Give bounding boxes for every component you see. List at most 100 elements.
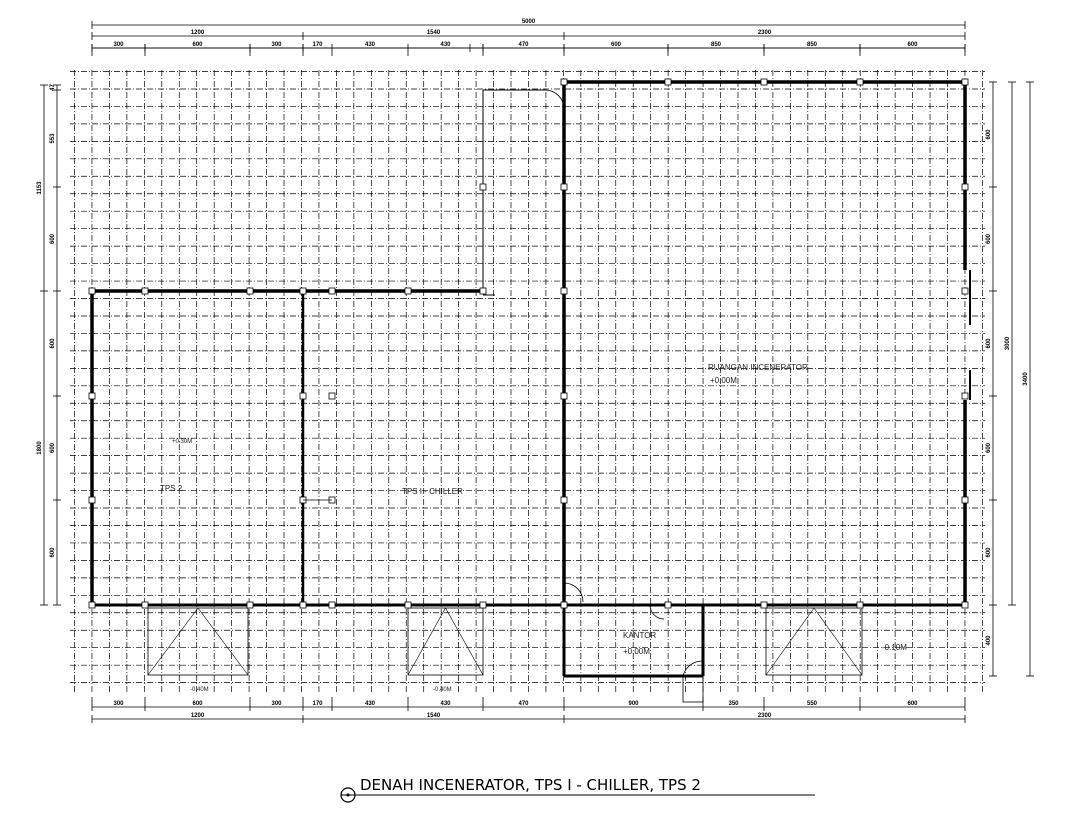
column — [664, 78, 672, 86]
column — [560, 183, 568, 191]
dimension-top-group: 1200 — [191, 30, 205, 36]
dimension-right-segment: 600 — [986, 129, 992, 140]
dimension-bottom-segment: 430 — [440, 701, 451, 707]
column — [961, 183, 969, 191]
column — [560, 392, 568, 400]
dimension-right-total-outer: 3400 — [1023, 372, 1029, 386]
dimension-left-segment: 600 — [50, 338, 56, 349]
room-label-tps1-chiller: TPS I - CHILLER — [402, 487, 463, 496]
door-swing — [563, 582, 584, 603]
column — [246, 601, 254, 609]
dimension-top-segment: 430 — [365, 42, 376, 48]
dimension-bottom-segment: 350 — [728, 701, 739, 707]
dimension-lines: 5000 1200 1540 2300 300 600 300 170 430 430 470 600… — [37, 19, 1034, 723]
column — [328, 601, 336, 609]
level-outside: -0.10M — [882, 643, 907, 652]
dimension-right-total-inner: 3000 — [1005, 336, 1011, 350]
dimension-top-segment: 430 — [440, 42, 451, 48]
dimension-bottom-segment: 550 — [807, 701, 818, 707]
dimension-bottom-segment: 470 — [518, 701, 529, 707]
dimension-top-segment: 170 — [312, 42, 323, 48]
dimension-bottom-segment: 600 — [192, 701, 203, 707]
column — [961, 496, 969, 504]
level-canopy-mid: -0.40M — [433, 687, 452, 693]
dimension-top-segment: 850 — [711, 42, 722, 48]
dimension-top-segment: 600 — [907, 42, 918, 48]
column — [479, 183, 487, 191]
dimension-top-segment: 300 — [271, 42, 282, 48]
column — [88, 496, 96, 504]
door-swing — [649, 604, 665, 620]
level-tps2: +0.30M — [172, 439, 192, 445]
column — [760, 78, 768, 86]
level-kantor: +0.00M — [623, 647, 650, 656]
dimension-top-segment: 600 — [192, 42, 203, 48]
column — [560, 601, 568, 609]
column — [560, 287, 568, 295]
dimension-bottom-segment: 900 — [628, 701, 639, 707]
column — [961, 392, 969, 400]
dimension-top-segment: 600 — [611, 42, 622, 48]
door-swing — [544, 89, 565, 110]
column — [141, 601, 149, 609]
dimension-right-segment: 600 — [986, 547, 992, 558]
dimension-top-total: 5000 — [522, 19, 536, 25]
column — [88, 601, 96, 609]
room-label-incenerator: RUANGAN INCENERATOR — [708, 363, 808, 372]
walls — [88, 78, 971, 703]
column — [760, 601, 768, 609]
canopy-roof-line — [407, 607, 484, 676]
dimension-right-segment: 600 — [986, 442, 992, 453]
level-canopy-left: -0.40M — [190, 687, 209, 693]
dimension-left-segment: 47 — [50, 84, 56, 91]
dimension-right-segment: 600 — [986, 233, 992, 244]
dimension-bottom-segment: 170 — [312, 701, 323, 707]
dimension-right-segment: 600 — [986, 338, 992, 349]
column — [88, 287, 96, 295]
column — [560, 496, 568, 504]
column — [961, 601, 969, 609]
dimension-left-segment: 600 — [50, 547, 56, 558]
column — [328, 392, 336, 400]
dimension-top-segment: 850 — [807, 42, 818, 48]
dimension-right-segment: 400 — [986, 635, 992, 646]
column — [404, 601, 412, 609]
canopy — [765, 607, 863, 676]
dimension-bottom-segment: 430 — [365, 701, 376, 707]
drawing-title: DENAH INCENERATOR, TPS I - CHILLER, TPS … — [360, 776, 701, 794]
door-step — [682, 675, 704, 703]
column — [479, 601, 487, 609]
dimension-left-segment: 600 — [50, 233, 56, 244]
grid-lines — [70, 70, 985, 692]
dimension-left-segment: 553 — [50, 133, 56, 144]
column — [299, 287, 307, 295]
level-incenerator: +0.00M — [710, 376, 737, 385]
column — [961, 78, 969, 86]
column — [246, 287, 254, 295]
column — [88, 392, 96, 400]
dimension-bottom-segment: 300 — [113, 701, 124, 707]
door-swing — [682, 660, 704, 677]
dimension-top-group: 2300 — [758, 30, 772, 36]
room-label-kantor: KANTOR — [623, 631, 656, 640]
canopy-roof-line — [765, 607, 863, 676]
canopy-roof-line — [147, 607, 249, 676]
dimension-bottom-group: 1200 — [191, 713, 205, 719]
column — [856, 78, 864, 86]
column — [328, 287, 336, 295]
column — [404, 287, 412, 295]
dimension-bottom-group: 1540 — [427, 713, 441, 719]
dimension-left-group: 1153 — [37, 181, 43, 195]
room-label-tps2: TPS 2 — [160, 484, 183, 493]
dimension-bottom-segment: 300 — [271, 701, 282, 707]
dimension-bottom-group: 2300 — [758, 713, 772, 719]
column — [299, 601, 307, 609]
column — [664, 601, 672, 609]
column — [479, 287, 487, 295]
column — [141, 287, 149, 295]
column — [961, 287, 969, 295]
dimension-top-segment: 470 — [518, 42, 529, 48]
column — [560, 78, 568, 86]
column — [856, 601, 864, 609]
